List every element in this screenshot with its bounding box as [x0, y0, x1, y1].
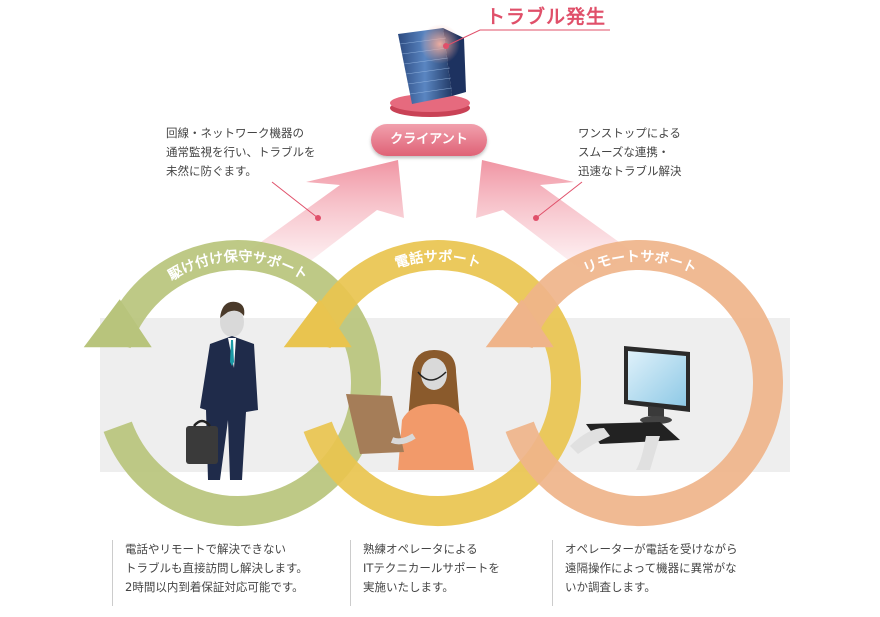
left-annotation: 回線・ネットワーク機器の 通常監視を行い、トラブルを 未然に防ぐます。: [166, 126, 316, 178]
service-rings: [83, 240, 783, 526]
service-description-remote: オペレーターが電話を受けながら 遠隔操作によって機器に異常がな いか調査します。: [552, 540, 787, 606]
service-description-onsite: 電話やリモートで解決できない トラブルも直接訪問し解決します。 2時間以内到着保…: [112, 540, 347, 606]
right-note-callout-line: [535, 181, 583, 219]
ring-phone: [302, 240, 581, 526]
left-note-callout-line: [271, 181, 319, 219]
service-description-phone: 熟練オペレータによる ITテクニカールサポートを 実施いたします。: [350, 540, 549, 606]
right-annotation: ワンストップによる スムーズな連携・ 迅速なトラブル解決: [578, 126, 682, 178]
ring-labels: 駆け付け保守サポート電話サポートリモートサポート: [166, 248, 699, 284]
ring-arrowhead-onsite: [83, 299, 152, 348]
ring-remote: [504, 240, 783, 526]
ring-arrowhead-remote: [485, 299, 554, 348]
client-badge: クライアント: [371, 124, 487, 156]
operator-icon: [346, 350, 474, 470]
businessman-icon: [186, 301, 258, 480]
ring-arrowhead-phone: [283, 299, 352, 348]
client-building-icon: [390, 24, 470, 117]
trouble-label: トラブル発生: [486, 6, 607, 28]
ring-onsite: [102, 240, 381, 526]
computer-icon: [570, 346, 690, 470]
trouble-callout-line: [445, 29, 610, 47]
